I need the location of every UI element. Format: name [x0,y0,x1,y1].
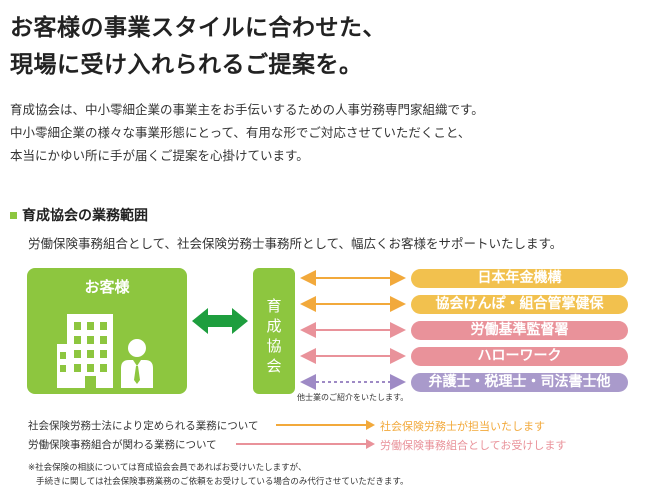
legend-arrow-kumiai [236,439,375,449]
association-label: 育 成 協 会 [253,296,295,376]
association-char: 会 [266,357,282,375]
referral-note: 他士業のご紹介をいたします。 [297,393,409,402]
intro-line-3: 本当にかゆい所に手が届くご提案を心掛けています。 [10,148,309,163]
connector-arrows [300,270,406,390]
legend-result-kumiai: 労働保険事務組合としてお受けします [380,439,567,452]
section-title: 育成協会の業務範囲 [22,208,148,224]
customer-building-person-icon [57,314,153,388]
org-pill-hellowork: ハローワーク [411,347,628,366]
headline-line-2: 現場に受け入れられるご提案を。 [10,52,363,78]
org-pill-pension: 日本年金機構 [411,269,628,288]
section-bullet-icon [10,212,17,219]
two-way-arrow-icon [192,308,248,334]
customer-label: お客様 [84,278,130,296]
legend-text-sharoushi: 社会保険労務士法により定められる業務について [28,420,259,432]
org-pill-labor-standards: 労働基準監督署 [411,321,628,340]
association-box [253,268,295,394]
legend-result-sharoushi: 社会保険労務士が担当いたします [380,420,545,433]
footnote-line-1: ※社会保険の相談については育成協会会員であればお受けいたしますが、 [28,463,307,473]
footnote-line-2: 手続きに関しては社会保険事務業務のご依頼をお受けしている場合のみ代行させていただ… [36,477,409,487]
association-char: 育 [266,297,282,315]
intro-line-2: 中小零細企業の様々な事業形態にとって、有用な形でご対応させていただくこと、 [10,125,471,140]
association-char: 成 [266,317,282,335]
section-subtitle: 労働保険事務組合として、社会保険労務士事務所として、幅広くお客様をサポートいたし… [28,236,563,251]
legend-arrow-sharoushi [276,420,375,430]
headline-line-1: お客様の事業スタイルに合わせた、 [10,15,386,41]
intro-line-1: 育成協会は、中小零細企業の事業主をお手伝いするための人事労務専門家組織です。 [10,102,484,117]
legend-text-kumiai: 労働保険事務組合が関わる業務について [28,439,217,451]
association-char: 協 [266,337,282,355]
org-pill-professionals: 弁護士・税理士・司法書士他 [411,373,628,392]
org-pill-health-insurance: 協会けんぽ・組合管掌健保 [411,295,628,314]
